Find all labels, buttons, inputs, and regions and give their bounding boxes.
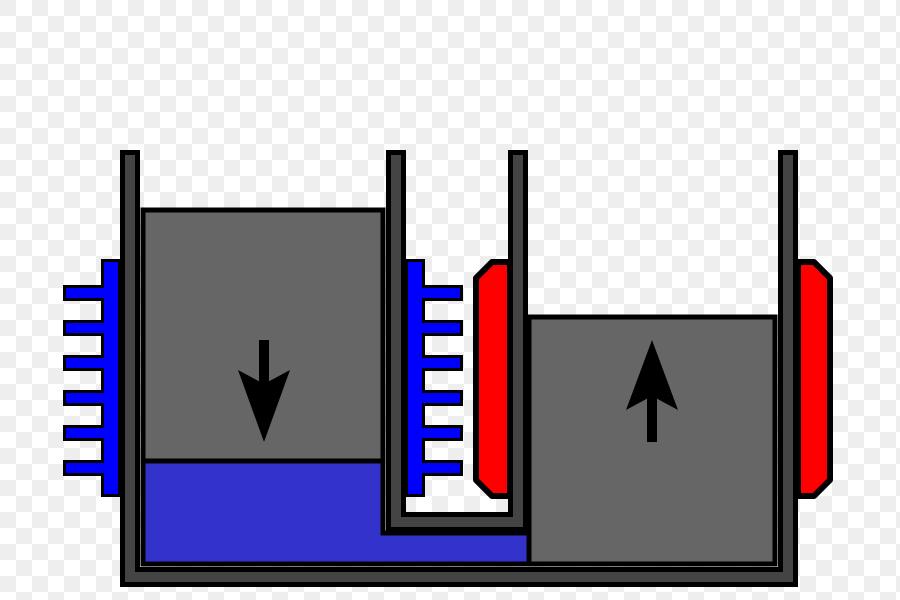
cold-left-fin xyxy=(66,428,104,438)
cold-left-fin xyxy=(66,323,104,333)
cold-middle-fin xyxy=(422,428,460,438)
cooling-fins-middle xyxy=(405,259,463,497)
heater-pad-right xyxy=(795,259,833,499)
heater-pad-left xyxy=(473,259,513,499)
cold-middle-fin xyxy=(422,288,460,298)
cold-middle-fin xyxy=(422,358,460,368)
cold-middle-fin-plate xyxy=(408,262,422,494)
cooling-fins-left xyxy=(63,259,121,497)
cold-middle-fin xyxy=(422,323,460,333)
cold-middle-fin xyxy=(422,393,460,403)
cold-middle-fin xyxy=(422,463,460,473)
cold-left-fin xyxy=(66,463,104,473)
arrow-up-head xyxy=(626,340,678,410)
arrow-up-icon xyxy=(626,340,678,442)
arrow-down-icon xyxy=(238,340,290,442)
cold-left-fin xyxy=(66,288,104,298)
cold-left-fin xyxy=(66,358,104,368)
cold-left-fin xyxy=(66,393,104,403)
cold-cylinder-wall xyxy=(125,155,793,582)
arrow-down-shaft xyxy=(259,340,269,390)
u-tube-wall xyxy=(391,155,523,527)
cylinder-walls xyxy=(120,150,798,587)
cold-left-fin-plate xyxy=(104,262,118,494)
arrow-up-shaft xyxy=(647,390,657,442)
arrow-down-head xyxy=(238,370,290,442)
